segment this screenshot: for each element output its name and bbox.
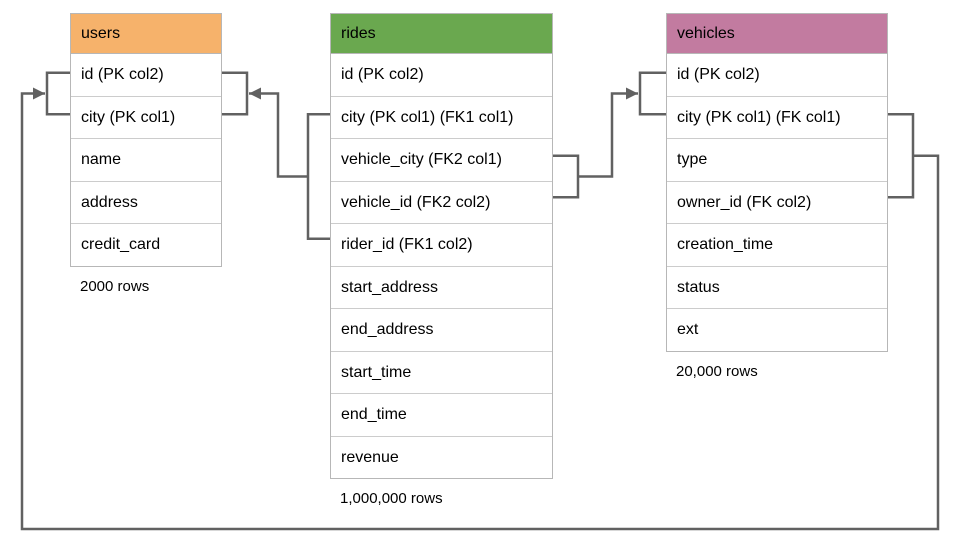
rides-column-3: vehicle_id (FK2 col2) — [331, 180, 552, 223]
vehicles-column-5: status — [667, 265, 887, 308]
table-vehicles-box: vehicles id (PK col2)city (PK col1) (FK … — [666, 13, 888, 352]
rides-column-1: city (PK col1) (FK1 col1) — [331, 95, 552, 138]
vehicles-column-2: type — [667, 138, 887, 181]
table-rides-columns: id (PK col2)city (PK col1) (FK1 col1)veh… — [331, 54, 552, 478]
table-rides: rides id (PK col2)city (PK col1) (FK1 co… — [330, 13, 553, 507]
vehicles-column-1: city (PK col1) (FK col1) — [667, 95, 887, 138]
rides-right-bracket — [553, 154, 580, 199]
rides-column-2: vehicle_city (FK2 col1) — [331, 138, 552, 181]
fk-rides-to-vehicles-line — [578, 87, 638, 178]
users-column-3: address — [71, 180, 221, 223]
rides-column-5: start_address — [331, 265, 552, 308]
vehicles-column-0: id (PK col2) — [667, 54, 887, 96]
table-users-header: users — [71, 14, 221, 54]
vehicles-column-6: ext — [667, 308, 887, 351]
vehicles-left-bracket — [638, 71, 666, 116]
table-rides-box: rides id (PK col2)city (PK col1) (FK1 co… — [330, 13, 553, 479]
table-vehicles-header: vehicles — [667, 14, 887, 54]
users-column-2: name — [71, 138, 221, 181]
vehicles-column-4: creation_time — [667, 223, 887, 266]
rides-left-bracket — [306, 113, 330, 240]
rides-column-9: revenue — [331, 435, 552, 478]
rides-column-7: start_time — [331, 350, 552, 393]
users-left-bracket — [45, 71, 70, 116]
table-rides-rowcount: 1,000,000 rows — [340, 490, 443, 507]
table-vehicles: vehicles id (PK col2)city (PK col1) (FK … — [666, 13, 888, 380]
table-rides-header: rides — [331, 14, 552, 54]
vehicles-right-bracket — [888, 113, 915, 199]
rides-column-8: end_time — [331, 393, 552, 436]
table-users-rowcount: 2000 rows — [80, 277, 150, 295]
fk-rides-to-users-line — [249, 87, 308, 178]
fk-vehicles-to-users-line — [20, 87, 940, 531]
users-column-1: city (PK col1) — [71, 95, 221, 138]
vehicles-column-3: owner_id (FK col2) — [667, 180, 887, 223]
rides-column-4: rider_id (FK1 col2) — [331, 223, 552, 266]
users-column-4: credit_card — [71, 223, 221, 266]
users-column-0: id (PK col2) — [71, 54, 221, 96]
table-vehicles-columns: id (PK col2)city (PK col1) (FK col1)type… — [667, 54, 887, 351]
table-vehicles-rowcount: 20,000 rows — [676, 362, 758, 380]
rides-column-6: end_address — [331, 308, 552, 351]
rides-column-0: id (PK col2) — [331, 54, 552, 96]
users-right-bracket — [222, 71, 249, 116]
